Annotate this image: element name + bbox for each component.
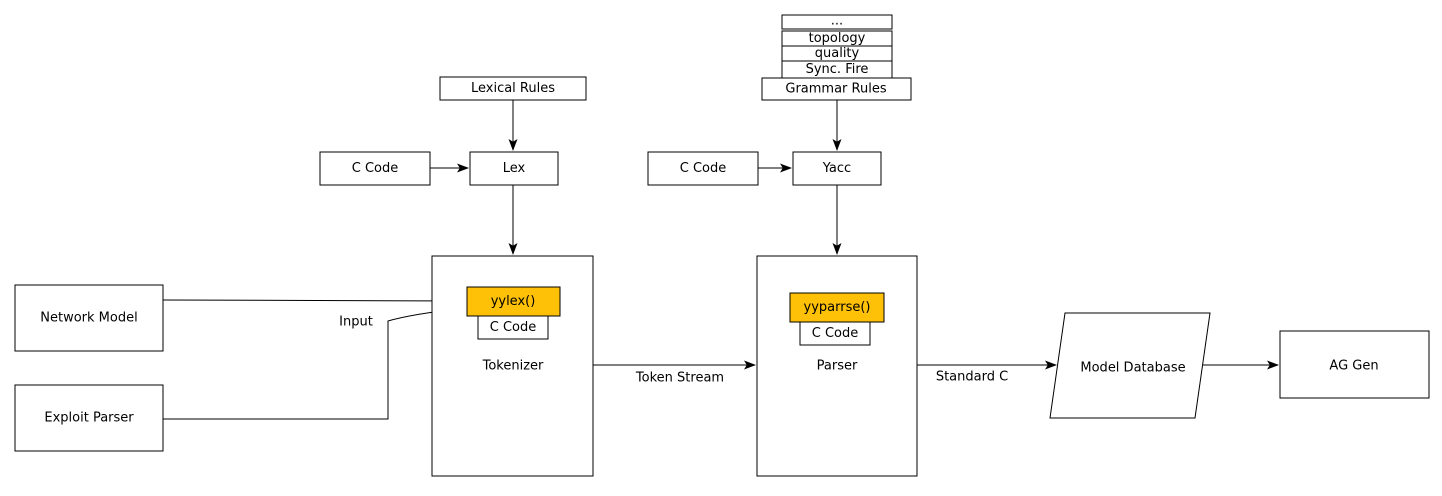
stack-dots-box (781, 14, 893, 30)
ag-gen-label: AG Gen (1329, 359, 1378, 374)
node-c-code-parser: C Code (799, 321, 871, 346)
edge-label-standard-c: Standard C (936, 370, 1008, 385)
edge-network-model-to-yylex (162, 296, 466, 306)
node-stack-dots: ... (781, 14, 893, 30)
node-c-code-yacc: C Code (647, 151, 759, 186)
lex-label: Lex (503, 161, 526, 176)
c-code-lex-box (319, 151, 431, 186)
stack-dots-label: ... (831, 14, 843, 29)
yacc-label: Yacc (822, 161, 851, 176)
lexical-rules-label: Lexical Rules (471, 81, 555, 96)
node-exploit-parser: Exploit Parser (14, 384, 164, 452)
grammar-rules-label: Grammar Rules (785, 82, 886, 97)
exploit-parser-box (14, 384, 164, 452)
edge-label-input: Input (339, 315, 373, 330)
exploit-parser-label: Exploit Parser (44, 411, 134, 426)
c-code-parser-label: C Code (812, 326, 859, 341)
c-code-yacc-label: C Code (680, 161, 727, 176)
network-model-label: Network Model (40, 311, 137, 326)
stack-topology-label: topology (809, 31, 866, 46)
lexical-rules-box (439, 76, 587, 101)
yylex-box (466, 286, 561, 317)
yylex-label: yylex() (491, 294, 536, 309)
yacc-box (792, 151, 882, 186)
yyparrse-box (789, 292, 885, 323)
model-database-shape (1049, 312, 1211, 419)
node-network-model: Network Model (14, 284, 164, 352)
parser-label: Parser (817, 359, 858, 374)
ag-gen-box (1279, 330, 1430, 399)
lex-box (469, 151, 559, 186)
node-lex: Lex (469, 151, 559, 186)
network-model-box (14, 284, 164, 352)
node-model-database: Model Database (1049, 312, 1211, 419)
node-stack-quality: quality (781, 45, 893, 62)
node-grammar-rules: Grammar Rules (761, 77, 912, 101)
node-stack-sync-fire: Sync. Fire (781, 60, 893, 79)
edge-exploit-parser-to-yylex (163, 304, 466, 420)
stack-quality-label: quality (815, 46, 860, 61)
grammar-rules-box (761, 77, 912, 101)
yyparrse-label: yyparrse() (804, 300, 871, 315)
node-stack-topology: topology (781, 30, 893, 47)
node-c-code-lex: C Code (319, 151, 431, 186)
c-code-tokenizer-label: C Code (490, 320, 537, 335)
node-yyparrse: yyparrse() (789, 292, 885, 323)
edge-label-token-stream: Token Stream (635, 371, 724, 386)
node-ag-gen: AG Gen (1279, 330, 1430, 399)
stack-sync-fire-label: Sync. Fire (806, 62, 869, 77)
node-yylex: yylex() (466, 286, 561, 317)
node-c-code-tokenizer: C Code (477, 315, 549, 340)
tokenizer-label: Tokenizer (482, 359, 544, 374)
node-yacc: Yacc (792, 151, 882, 186)
c-code-yacc-box (647, 151, 759, 186)
edges: Input Token Stream Standard C (162, 100, 1279, 420)
node-lexical-rules: Lexical Rules (439, 76, 587, 101)
c-code-lex-label: C Code (352, 161, 399, 176)
model-database-label: Model Database (1080, 361, 1185, 376)
node-parser: Parser (756, 255, 918, 477)
